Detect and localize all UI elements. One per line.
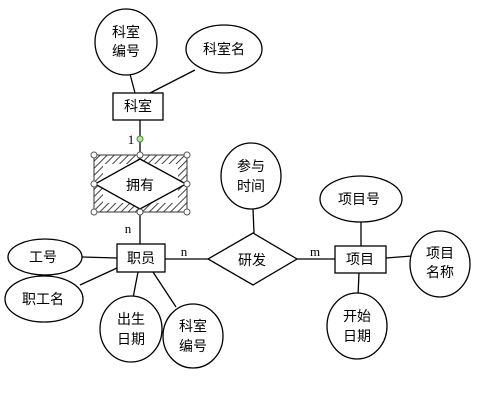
attribute-birth-date-line1: 出生 <box>117 312 145 328</box>
line-employee-birthdate <box>132 271 139 299</box>
attribute-project-no-label: 项目号 <box>338 192 380 208</box>
attribute-emp-name[interactable]: 职工名 <box>4 275 84 323</box>
attribute-birth-date[interactable]: 出生 日期 <box>99 295 163 363</box>
attribute-participation-time-line1: 参与 <box>237 158 265 175</box>
attribute-dept-no-line1: 科室 <box>112 24 140 41</box>
cardinality-research-project: m <box>310 244 320 259</box>
attribute-emp-dept-no[interactable]: 科室 编号 <box>162 303 224 369</box>
attribute-start-date-line2: 日期 <box>343 329 371 345</box>
entity-employee[interactable]: 职员 <box>116 243 166 273</box>
resize-handle-top-left[interactable] <box>90 151 98 159</box>
attribute-emp-no-label: 工号 <box>29 250 57 266</box>
attribute-participation-time-line2: 时间 <box>237 179 265 195</box>
attribute-emp-name-label: 职工名 <box>22 292 64 308</box>
line-employee-empdeptno <box>152 271 177 308</box>
resize-handle-bottom-right[interactable] <box>183 208 191 216</box>
resize-handle-bottom-left[interactable] <box>90 208 98 216</box>
entity-project-label: 项目 <box>346 252 374 268</box>
line-employee-empno <box>81 256 118 259</box>
line-employee-empname <box>79 267 118 286</box>
line-project-startdate <box>357 272 360 297</box>
entity-project[interactable]: 项目 <box>334 245 387 274</box>
attribute-emp-dept-no-line2: 编号 <box>179 339 207 355</box>
attribute-project-no[interactable]: 项目号 <box>319 175 403 223</box>
resize-handle-right[interactable] <box>183 180 191 188</box>
attribute-dept-name[interactable]: 科室名 <box>185 24 263 74</box>
attribute-participation-time[interactable]: 参与 时间 <box>220 142 282 210</box>
attribute-dept-name-label: 科室名 <box>203 41 245 58</box>
entity-employee-label: 职员 <box>127 251 155 267</box>
cardinality-has-employee: n <box>125 221 132 236</box>
line-dept-deptname <box>149 69 196 94</box>
line-dept-deptno <box>129 73 136 94</box>
entity-department[interactable]: 科室 <box>112 92 164 121</box>
selection-handles[interactable] <box>90 135 191 216</box>
attribute-start-date[interactable]: 开始 日期 <box>326 292 388 360</box>
attribute-project-name-line1: 项目 <box>426 246 454 262</box>
relationship-has-label: 拥有 <box>126 178 154 194</box>
attribute-start-date-line1: 开始 <box>343 309 371 325</box>
attribute-project-name[interactable]: 项目 名称 <box>409 230 471 298</box>
attribute-dept-no[interactable]: 科室 编号 <box>94 8 158 76</box>
resize-handle-top[interactable] <box>136 151 144 159</box>
attribute-project-name-line2: 名称 <box>426 265 454 281</box>
relationship-research[interactable]: 研发 <box>206 232 299 286</box>
line-research-parttime <box>252 208 255 234</box>
resize-handle-left[interactable] <box>90 180 98 188</box>
attribute-birth-date-line2: 日期 <box>117 332 145 348</box>
resize-handle-top-right[interactable] <box>183 151 191 159</box>
attribute-emp-no[interactable]: 工号 <box>7 238 83 276</box>
cardinality-dept-has: 1 <box>128 132 135 147</box>
connection-point-top[interactable] <box>136 135 144 143</box>
relationship-research-label: 研发 <box>238 253 266 269</box>
entity-department-label: 科室 <box>124 98 152 115</box>
attribute-dept-no-line2: 编号 <box>112 44 140 60</box>
cardinality-employee-research: n <box>181 244 188 259</box>
connector-lines <box>79 69 413 308</box>
line-project-projname <box>385 255 413 259</box>
resize-handle-bottom[interactable] <box>136 208 144 216</box>
attribute-emp-dept-no-line1: 科室 <box>179 318 207 335</box>
